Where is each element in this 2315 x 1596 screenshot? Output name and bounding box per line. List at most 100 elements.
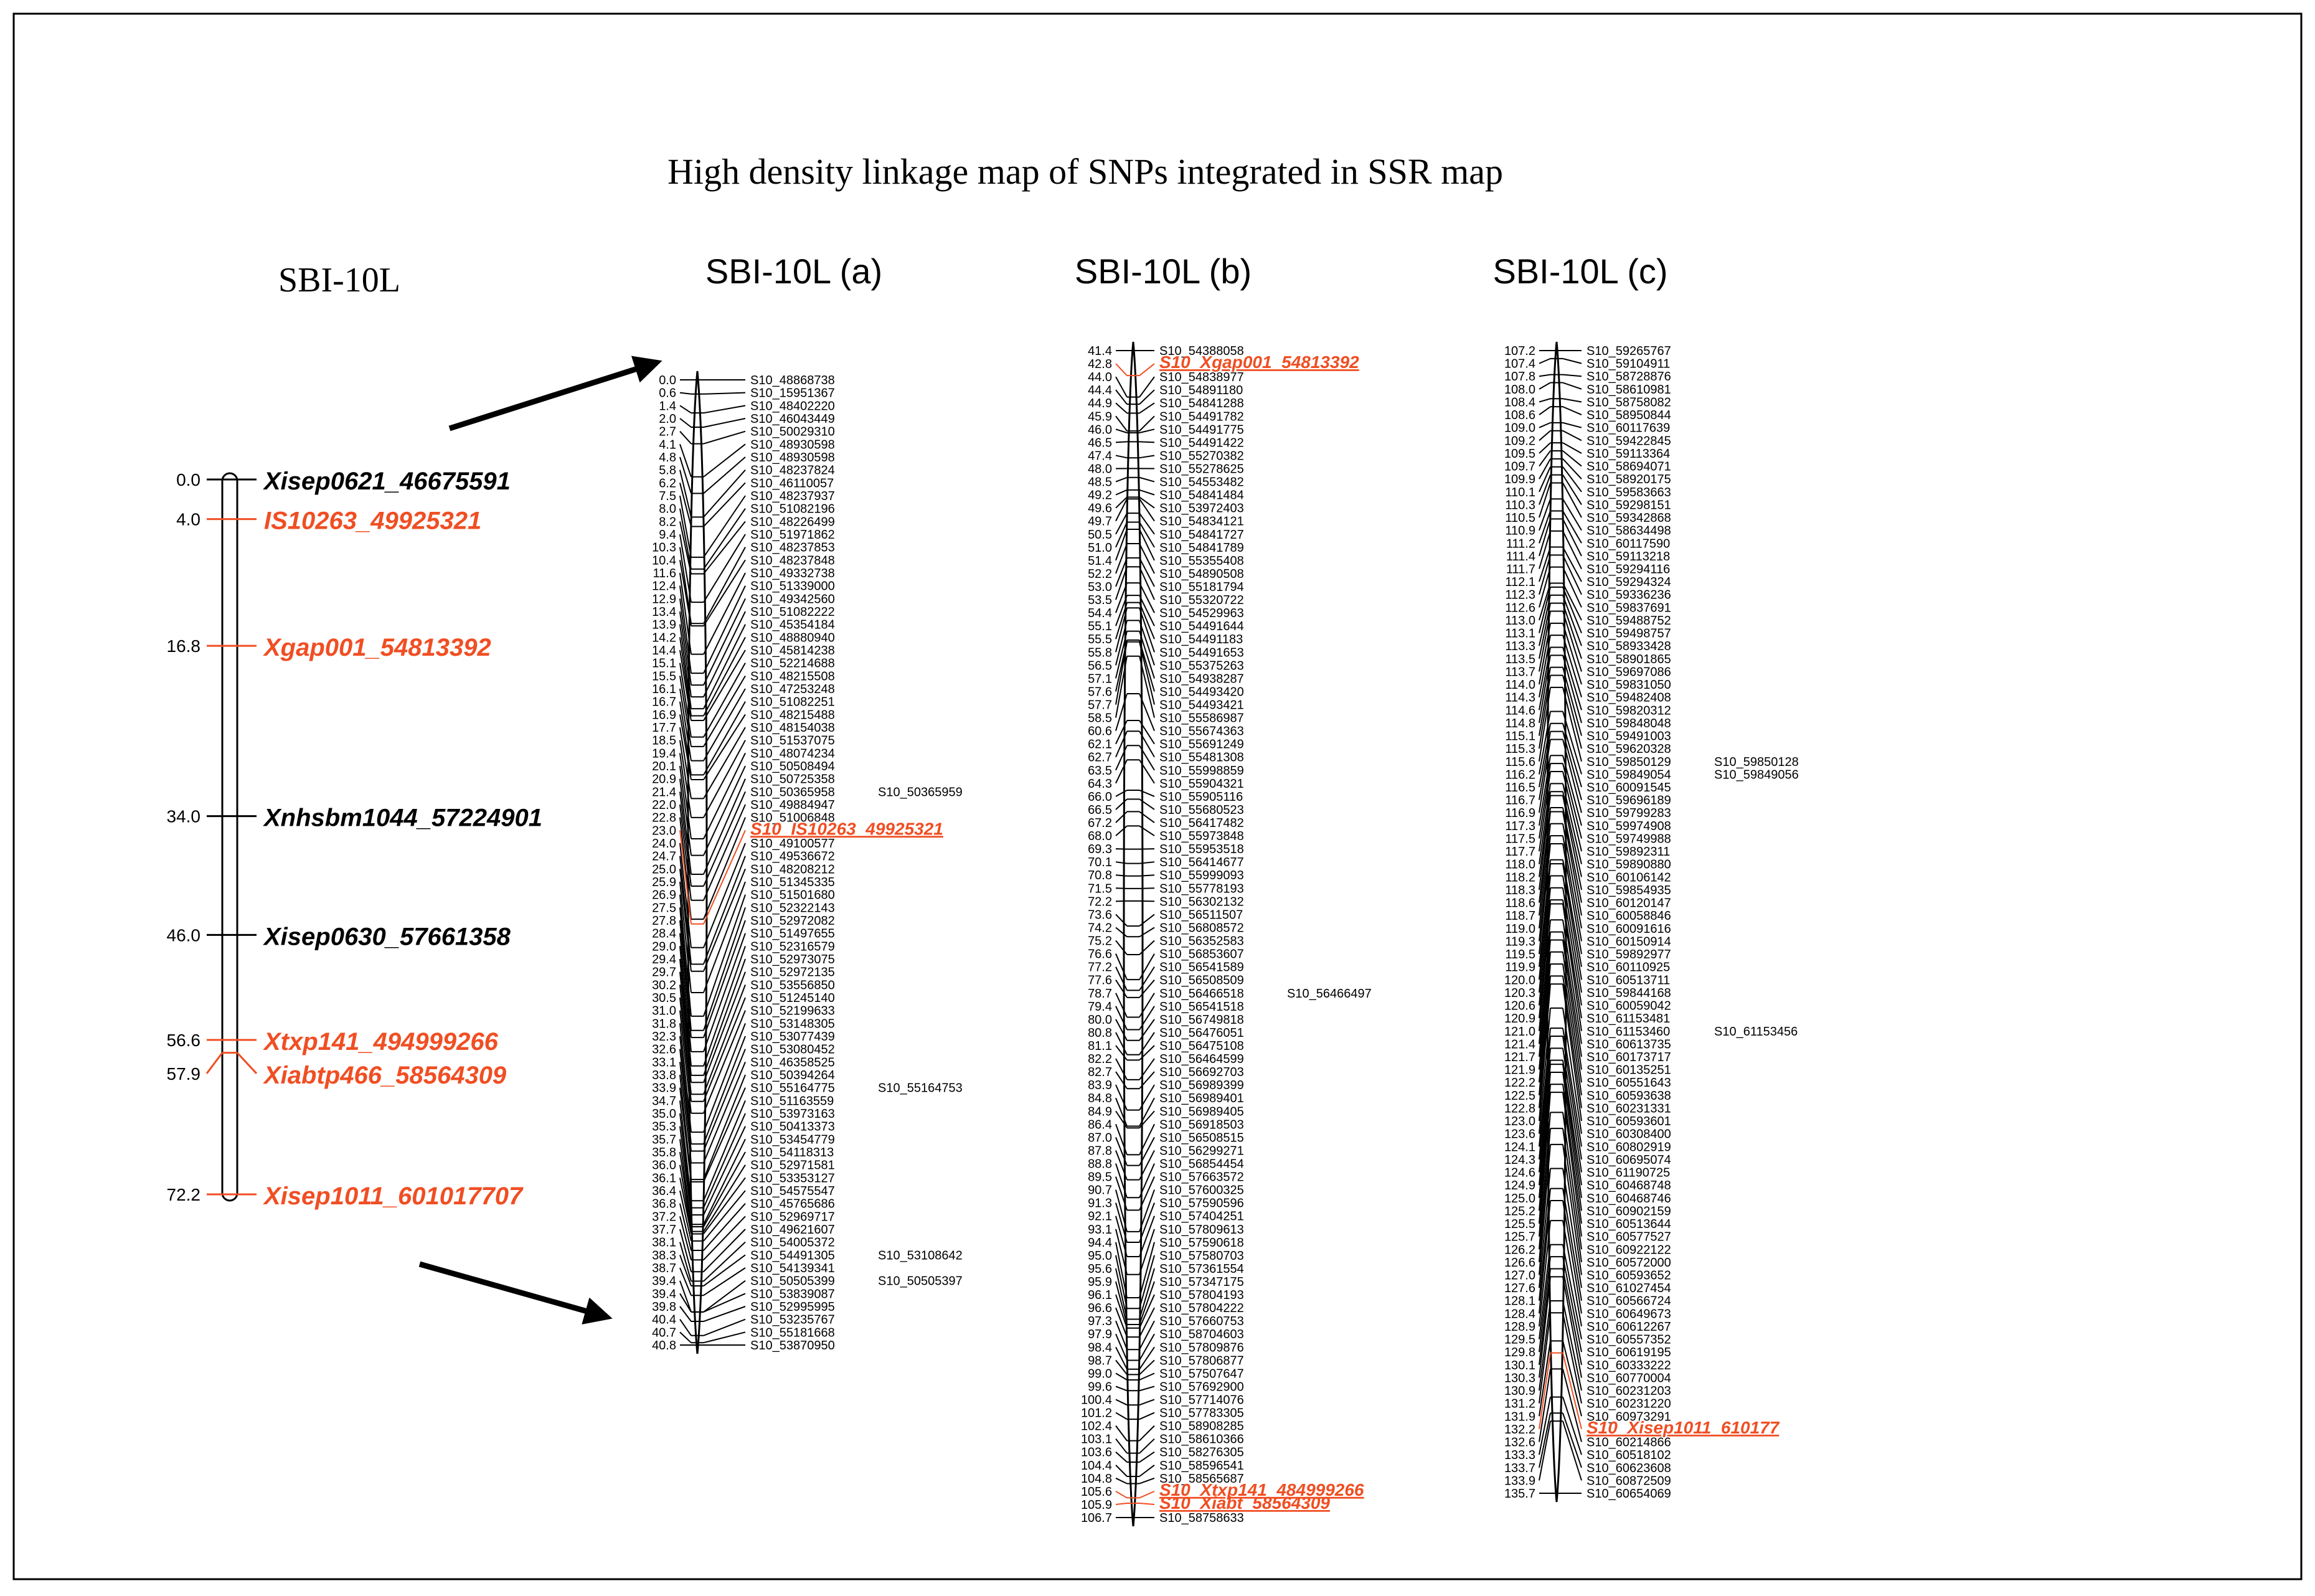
snp-locus-position: 118.2 bbox=[1505, 871, 1535, 884]
snp-locus-name: S10_56417482 bbox=[1159, 816, 1244, 830]
snp-locus-name: S10_55164775 bbox=[750, 1082, 835, 1095]
snp-locus-position: 130.1 bbox=[1504, 1359, 1535, 1372]
snp-left-tick bbox=[1116, 1503, 1127, 1504]
snp-locus-name: S10_50413373 bbox=[750, 1120, 835, 1134]
snp-locus-name: S10_55953518 bbox=[1159, 843, 1244, 856]
snp-locus-name: S10_55320722 bbox=[1159, 593, 1244, 607]
snp-locus-name: S10_55375263 bbox=[1159, 659, 1244, 673]
snp-locus-position: 103.1 bbox=[1081, 1433, 1112, 1447]
snp-locus-position: 91.3 bbox=[1088, 1197, 1112, 1211]
snp-locus-name: S10_53454779 bbox=[750, 1133, 835, 1146]
snp-locus-position: 62.1 bbox=[1088, 738, 1112, 752]
snp-locus-position: 114.6 bbox=[1505, 704, 1535, 717]
snp-left-tick bbox=[1116, 914, 1127, 926]
snp-locus-name: S10_54834121 bbox=[1159, 515, 1244, 529]
snp-locus-position: 17.7 bbox=[652, 721, 676, 735]
snp-locus-name: S10_57663572 bbox=[1159, 1171, 1244, 1184]
snp-locus-position: 120.3 bbox=[1504, 986, 1535, 1000]
snp-locus-name: S10_57804193 bbox=[1159, 1288, 1244, 1302]
snp-locus-position: 13.9 bbox=[652, 618, 676, 632]
snp-left-tick bbox=[1539, 431, 1550, 441]
snp-right-tick bbox=[1563, 431, 1582, 441]
snp-locus-position: 130.3 bbox=[1504, 1371, 1535, 1385]
snp-locus-name: S10_48215488 bbox=[750, 708, 835, 722]
snp-locus-position: 44.4 bbox=[1088, 384, 1112, 397]
snp-locus-position: 66.5 bbox=[1088, 803, 1112, 817]
snp-right-tick bbox=[1139, 403, 1154, 413]
snp-locus-position: 29.7 bbox=[652, 966, 676, 980]
snp-locus-name: S10_51501680 bbox=[750, 889, 835, 902]
snp-locus-position: 100.4 bbox=[1081, 1393, 1112, 1407]
snp-locus-name: S10_59104911 bbox=[1587, 357, 1670, 371]
snp-locus-position: 83.9 bbox=[1088, 1079, 1112, 1092]
snp-locus-position: 44.9 bbox=[1088, 397, 1112, 410]
snp-locus-name: S10_Xgap001_54813392 bbox=[1159, 352, 1359, 372]
snp-right-tick bbox=[1563, 459, 1582, 479]
snp-locus-name: S10_59294324 bbox=[1587, 575, 1671, 589]
snp-left-tick bbox=[680, 432, 691, 444]
snp-locus-position: 84.8 bbox=[1088, 1092, 1112, 1105]
snp-locus-name: S10_56508509 bbox=[1159, 974, 1244, 988]
snp-locus-name: S10_60654069 bbox=[1587, 1487, 1671, 1501]
snp-locus-position: 25.0 bbox=[652, 862, 676, 876]
snp-left-tick bbox=[1539, 423, 1550, 428]
snp-locus-position: 16.1 bbox=[652, 682, 676, 696]
snp-locus-name: S10_57404251 bbox=[1159, 1210, 1244, 1224]
snp-locus-extra-name: S10_59849056 bbox=[1714, 768, 1799, 781]
ssr-marker-position: 0.0 bbox=[176, 470, 200, 489]
snp-locus-name: S10_56541589 bbox=[1159, 961, 1244, 975]
snp-locus-name: S10_51082222 bbox=[750, 605, 835, 619]
snp-locus-position: 125.0 bbox=[1504, 1192, 1535, 1206]
snp-locus-name: S10_59583663 bbox=[1587, 486, 1671, 499]
snp-locus-position: 15.5 bbox=[652, 669, 676, 683]
snp-locus-name: S10_59336236 bbox=[1587, 588, 1671, 602]
snp-locus-position: 57.7 bbox=[1088, 699, 1112, 712]
snp-locus-position: 112.6 bbox=[1505, 601, 1535, 615]
snp-left-tick bbox=[1116, 811, 1127, 823]
snp-locus-position: 118.0 bbox=[1505, 858, 1535, 872]
snp-right-tick bbox=[1139, 429, 1154, 433]
snp-locus-position: 96.1 bbox=[1088, 1288, 1112, 1302]
snp-locus-name: S10_58728876 bbox=[1587, 370, 1671, 384]
snp-right-tick bbox=[1563, 383, 1582, 389]
ssr-marker-name: Xnhsbm1044_57224901 bbox=[263, 805, 542, 832]
snp-left-tick bbox=[1116, 745, 1127, 770]
snp-locus-position: 60.6 bbox=[1088, 725, 1112, 739]
snp-locus-position: 121.4 bbox=[1504, 1037, 1535, 1051]
snp-locus-name: S10_60468746 bbox=[1587, 1192, 1671, 1206]
snp-locus-position: 46.0 bbox=[1088, 423, 1112, 437]
snp-left-tick bbox=[1116, 455, 1127, 458]
snp-locus-name: S10_59491003 bbox=[1587, 730, 1671, 744]
snp-locus-position: 88.8 bbox=[1088, 1157, 1112, 1171]
snp-locus-position: 2.0 bbox=[659, 412, 676, 426]
snp-locus-position: 114.8 bbox=[1505, 717, 1535, 730]
snp-left-tick bbox=[1539, 459, 1550, 479]
ssr-marker-name: Xgap001_54813392 bbox=[263, 634, 491, 661]
snp-right-tick bbox=[1139, 478, 1154, 482]
snp-locus-name: S10_51345335 bbox=[750, 876, 835, 889]
snp-locus-position: 117.7 bbox=[1505, 845, 1535, 859]
snp-left-tick bbox=[1116, 490, 1127, 495]
snp-locus-name: S10_60922122 bbox=[1587, 1243, 1671, 1257]
snp-locus-name: S10_56541518 bbox=[1159, 1000, 1244, 1014]
snp-locus-position: 29.4 bbox=[652, 953, 676, 966]
snp-locus-position: 77.2 bbox=[1088, 961, 1112, 975]
snp-locus-position: 46.5 bbox=[1088, 436, 1112, 450]
snp-right-tick bbox=[1139, 1321, 1154, 1349]
snp-locus-name: S10_55481308 bbox=[1159, 751, 1244, 765]
snp-left-tick bbox=[1116, 875, 1127, 876]
snp-locus-position: 132.2 bbox=[1504, 1423, 1535, 1437]
snp-locus-position: 15.1 bbox=[652, 657, 676, 671]
snp-left-tick bbox=[680, 418, 691, 427]
snp-locus-name: S10_60058846 bbox=[1587, 909, 1671, 923]
snp-locus-name: S10_57660753 bbox=[1159, 1315, 1244, 1328]
snp-locus-name: S10_54529963 bbox=[1159, 607, 1244, 620]
snp-locus-position: 2.7 bbox=[659, 425, 676, 439]
ssr-marker-name: Xiabtp466_58564309 bbox=[263, 1062, 507, 1089]
snp-left-tick bbox=[1116, 478, 1127, 482]
snp-locus-name: S10_54491305 bbox=[750, 1249, 835, 1262]
snp-locus-position: 115.6 bbox=[1505, 755, 1535, 769]
snp-locus-name: S10_57507647 bbox=[1159, 1367, 1244, 1381]
snp-left-tick bbox=[1116, 364, 1127, 375]
snp-locus-position: 16.9 bbox=[652, 708, 676, 722]
